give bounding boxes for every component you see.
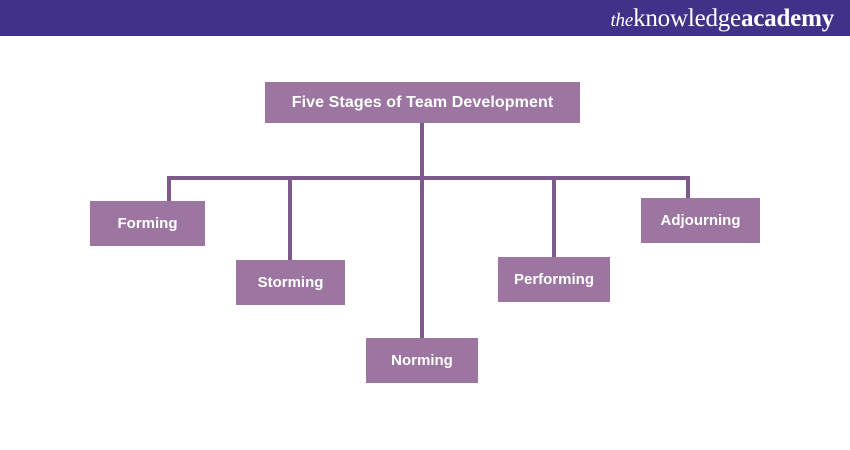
- connector-drop-adjourning: [686, 176, 690, 198]
- connector-drop-forming: [167, 176, 171, 201]
- node-stage-performing[interactable]: Performing: [498, 257, 610, 302]
- connector-drop-storming: [288, 176, 292, 260]
- node-stage-adjourning[interactable]: Adjourning: [641, 198, 760, 243]
- connector-root-trunk: [420, 123, 424, 338]
- node-stage-norming[interactable]: Norming: [366, 338, 478, 383]
- brand-logo-the: the: [610, 9, 634, 31]
- node-stage-storming[interactable]: Storming: [236, 260, 345, 305]
- brand-logo-knowledge: knowledge: [633, 4, 741, 32]
- team-development-diagram: Five Stages of Team Development Forming …: [0, 36, 850, 450]
- connector-horizontal-bus: [167, 176, 690, 180]
- brand-logo-academy: academy: [740, 4, 834, 32]
- node-root-five-stages[interactable]: Five Stages of Team Development: [265, 82, 580, 123]
- node-stage-forming[interactable]: Forming: [90, 201, 205, 246]
- connector-drop-performing: [552, 176, 556, 257]
